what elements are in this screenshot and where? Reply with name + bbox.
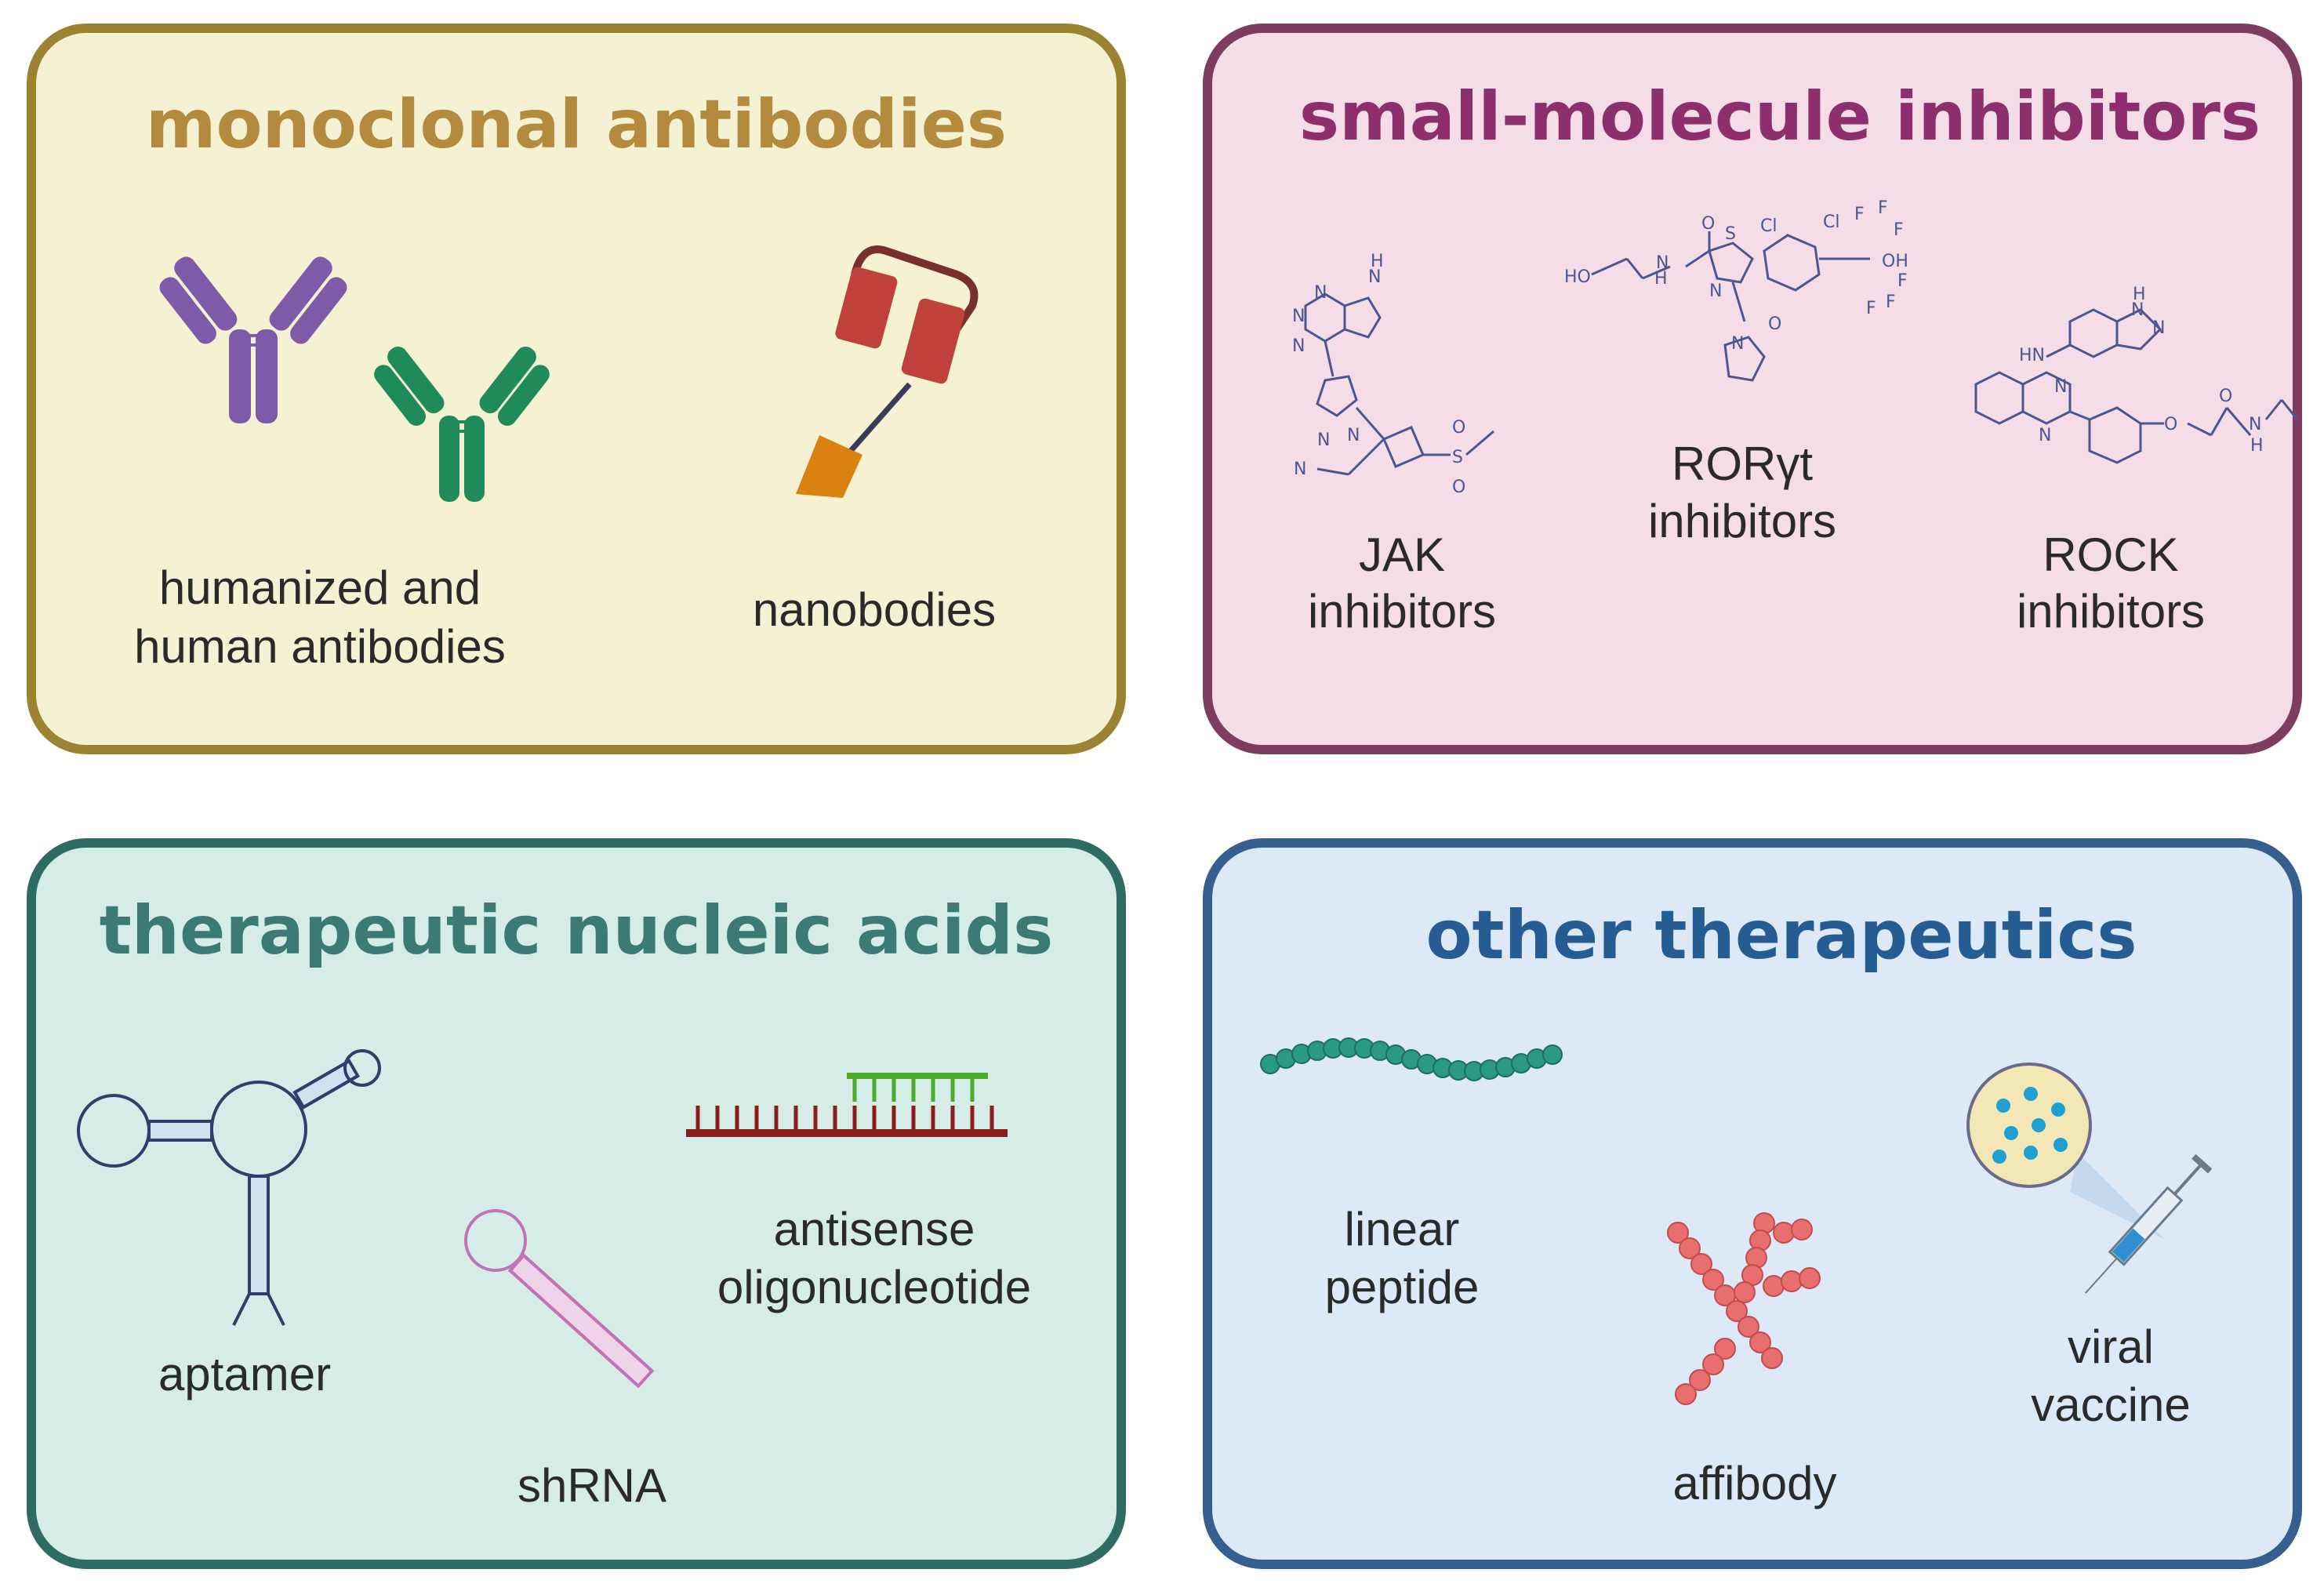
chem-atom: O bbox=[1452, 418, 1465, 438]
panel-box bbox=[27, 24, 1126, 754]
panel-other-therapeutics: other therapeutics bbox=[1203, 838, 2302, 1569]
panel-title: small-molecule inhibitors bbox=[1299, 78, 2260, 156]
label-jak-inhibitors: inhibitors bbox=[1308, 585, 1496, 637]
chem-atom: H bbox=[1654, 269, 1668, 289]
label-viral: viral bbox=[2068, 1320, 2154, 1373]
antibody-icon bbox=[159, 256, 347, 423]
panel-title: other therapeutics bbox=[1425, 896, 2137, 975]
chem-atom: S bbox=[1725, 224, 1736, 244]
antisense-icon bbox=[686, 1073, 1008, 1137]
label-linear: linear bbox=[1345, 1203, 1460, 1255]
label-nanobodies: nanobodies bbox=[753, 583, 996, 636]
label-human-antibodies: human antibodies bbox=[134, 620, 506, 673]
nanobody-icon bbox=[796, 245, 979, 498]
label-shrna: shRNA bbox=[517, 1459, 666, 1512]
chem-atom: N bbox=[2039, 426, 2051, 445]
chem-atom: Cl bbox=[1760, 216, 1777, 236]
chem-atom: F bbox=[1866, 299, 1876, 318]
chem-atom: N bbox=[1656, 253, 1669, 273]
label-rorgt-inhibitors: inhibitors bbox=[1648, 495, 1836, 547]
label-humanized: humanized and bbox=[159, 561, 481, 614]
label-aptamer: aptamer bbox=[158, 1348, 331, 1400]
chem-atom: Cl bbox=[1823, 212, 1839, 232]
chem-atom: S bbox=[1452, 448, 1463, 467]
chem-atom: F bbox=[1894, 220, 1904, 240]
chem-atom: N bbox=[1731, 334, 1744, 354]
label-oligonucleotide: oligonucleotide bbox=[717, 1261, 1031, 1313]
vaccine-icon bbox=[1966, 1062, 2213, 1294]
chem-atom: HO bbox=[1564, 267, 1591, 287]
chem-atom: N bbox=[1317, 430, 1330, 450]
panel-title: therapeutic nucleic acids bbox=[100, 892, 1054, 970]
chem-atom: N bbox=[1292, 307, 1305, 326]
label-antisense: antisense bbox=[774, 1203, 975, 1255]
jak-structure: N H N N N N N N S O O bbox=[1292, 252, 1494, 497]
panel-box bbox=[27, 838, 1126, 1569]
chem-atom: O bbox=[1452, 478, 1465, 497]
chem-atom: N bbox=[1292, 336, 1305, 356]
panel-box bbox=[1203, 838, 2302, 1569]
chem-atom: N bbox=[2131, 300, 2144, 320]
chem-atom: H bbox=[2250, 436, 2264, 456]
chem-atom: O bbox=[1768, 314, 1781, 334]
affibody-icon bbox=[1667, 1212, 1821, 1405]
chem-atom: N bbox=[1709, 282, 1722, 301]
rorgt-structure: HO H N O S N Cl Cl F F F OH F F F N O bbox=[1564, 198, 1908, 382]
label-jak: JAK bbox=[1359, 529, 1445, 581]
chem-atom: HN bbox=[2019, 346, 2045, 365]
label-rorgt: RORγt bbox=[1672, 438, 1813, 490]
chem-atom: H bbox=[2133, 285, 2146, 304]
panel-monoclonal-antibodies: monoclonal antibodies humanize bbox=[27, 24, 1126, 754]
chem-atom: O bbox=[2219, 387, 2232, 406]
chem-atom: F bbox=[1854, 205, 1865, 224]
label-vaccine: vaccine bbox=[2031, 1379, 2190, 1431]
chem-atom: N bbox=[1368, 267, 1381, 287]
aptamer-icon bbox=[77, 1049, 381, 1326]
shrna-icon bbox=[464, 1209, 655, 1389]
rock-structure: H N N HN N N O O N H bbox=[1974, 285, 2299, 464]
chem-atom: N bbox=[1314, 283, 1327, 303]
chem-atom: N bbox=[2249, 415, 2261, 434]
chem-atom: N bbox=[1347, 426, 1360, 445]
label-affibody: affibody bbox=[1672, 1457, 1836, 1509]
chem-atom: N bbox=[1294, 460, 1306, 479]
chem-atom: N bbox=[2152, 318, 2165, 338]
chem-atom: H bbox=[1371, 252, 1384, 271]
antibody-icon bbox=[374, 346, 550, 502]
chem-atom: O bbox=[1701, 214, 1715, 234]
chem-atom: OH bbox=[1882, 252, 1908, 271]
label-rock-inhibitors: inhibitors bbox=[2017, 585, 2205, 637]
panel-therapeutic-nucleic-acids: therapeutic nucleic acids bbox=[27, 838, 1126, 1569]
chem-atom: F bbox=[1897, 271, 1908, 291]
label-peptide: peptide bbox=[1325, 1261, 1480, 1313]
peptide-icon bbox=[1260, 1037, 1563, 1081]
panel-box bbox=[1203, 24, 2302, 754]
chem-atom: F bbox=[1878, 198, 1888, 218]
panel-small-molecule-inhibitors: small-molecule inhibitors N H N N N N N … bbox=[1203, 24, 2302, 754]
chem-atom: N bbox=[2054, 377, 2067, 397]
chem-atom: O bbox=[2164, 415, 2177, 434]
label-rock: ROCK bbox=[2043, 529, 2178, 581]
panel-title: monoclonal antibodies bbox=[146, 85, 1007, 164]
chem-atom: F bbox=[1886, 292, 1896, 312]
